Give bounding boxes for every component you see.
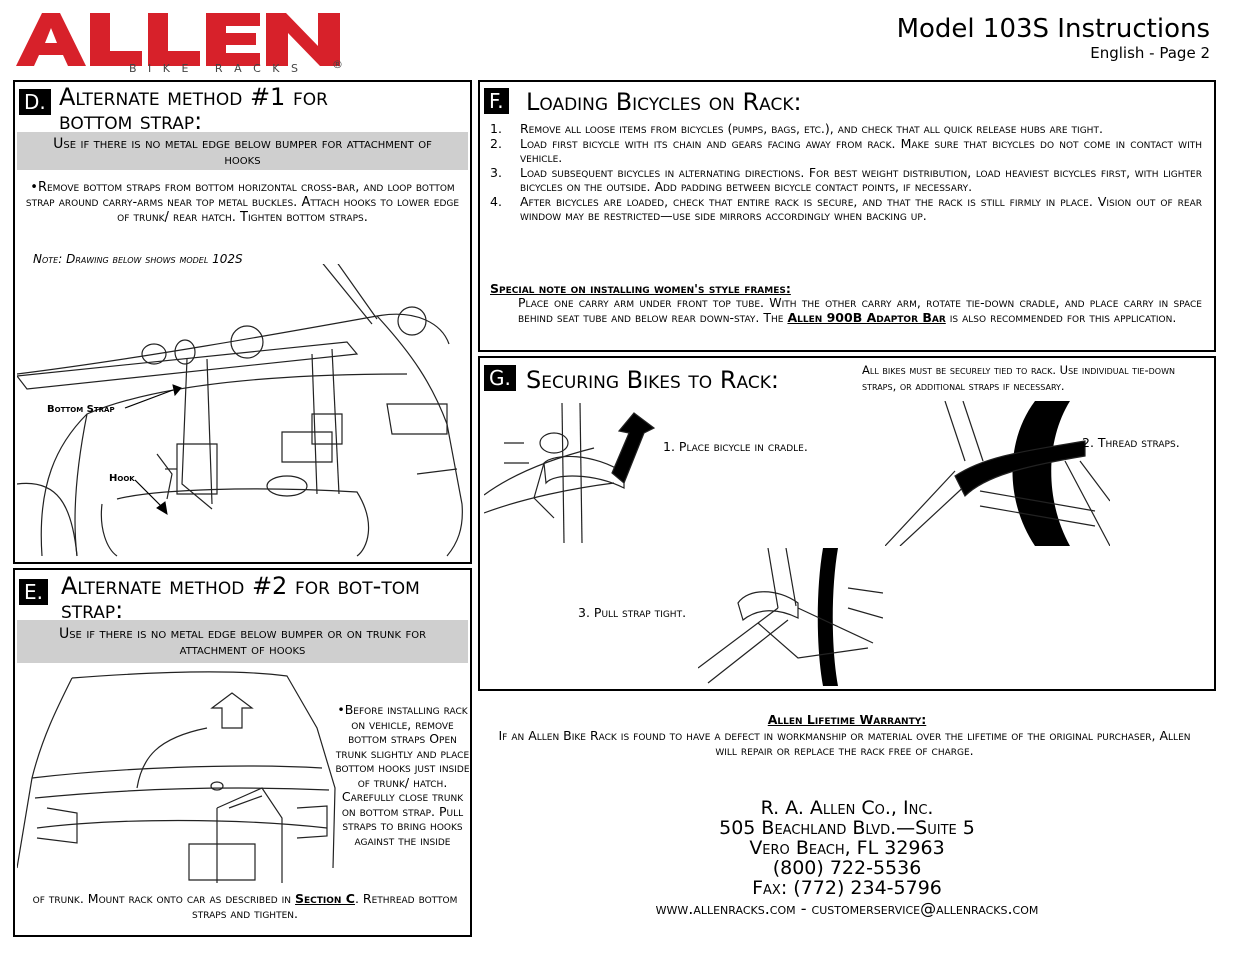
section-d-body: •Remove bottom straps from bottom horizo…	[25, 180, 460, 225]
special-note-body: Place one carry arm under front top tube…	[518, 295, 1202, 325]
step2-caption: 2. Thread straps.	[1082, 435, 1180, 450]
label-hook: Hook	[109, 473, 135, 484]
company-fax: Fax: (772) 234-5796	[752, 877, 942, 899]
step1-cradle-drawing	[484, 403, 662, 543]
arrow-hook	[133, 478, 173, 518]
section-e-body-bottom-a: of trunk. Mount rack onto car as describ…	[32, 891, 292, 906]
trunk-drawing-e	[17, 668, 337, 883]
section-e-body-bottom-b: . Rethread bottom straps and tighten.	[192, 891, 458, 921]
section-f: F. Loading Bicycles on Rack: 1.Remove al…	[478, 80, 1216, 352]
section-d-note-bar: Use if there is no metal edge below bump…	[17, 132, 468, 170]
section-g-title: Securing Bikes to Rack:	[526, 366, 779, 394]
section-d-note: Note: Drawing below shows model 102S	[33, 252, 243, 266]
company-city: Vero Beach, FL 32963	[749, 837, 945, 859]
section-g-intro: All bikes must be securely tied to rack.…	[862, 363, 1175, 393]
section-d-title: Alternate method #1 for bottom strap:	[59, 83, 328, 135]
registered-mark: ®	[332, 58, 343, 71]
page-subtitle: English - Page 2	[1090, 44, 1210, 62]
car-rack-drawing-d	[17, 264, 468, 560]
section-e-body-bottom: of trunk. Mount rack onto car as describ…	[25, 891, 465, 921]
section-g-badge: G.	[484, 365, 516, 391]
section-f-step-2: 2.Load first bicycle with its chain and …	[490, 135, 1202, 165]
section-f-badge: F.	[484, 88, 509, 114]
warranty-text: If an Allen Bike Rack is found to have a…	[498, 728, 1191, 758]
company-phone: (800) 722-5536	[772, 857, 922, 879]
company-name: R. A. Allen Co., Inc.	[760, 797, 934, 819]
section-d-badge: D.	[19, 89, 51, 115]
section-f-step-3: 3.Load subsequent bicycles in alternatin…	[490, 164, 1202, 194]
arrow-bottom-strap	[123, 382, 183, 412]
section-e: E. Alternate method #2 for bot-tom strap…	[13, 568, 472, 937]
special-note-heading: Special note on installing women's style…	[490, 281, 791, 296]
company-address: 505 Beachland Blvd.—Suite 5	[719, 817, 975, 839]
section-f-step-4: 4.After bicycles are loaded, check that …	[490, 193, 1202, 223]
section-f-step-1: 1.Remove all loose items from bicycles (…	[490, 121, 1103, 136]
company-web[interactable]: www.allenracks.com - customerservice@all…	[655, 899, 1039, 918]
section-e-body-side: •Before installing rack on vehicle, remo…	[335, 702, 470, 848]
step3-caption: 3. Pull strap tight.	[578, 605, 687, 620]
section-f-steps: 1.Remove all loose items from bicycles (…	[490, 121, 1202, 224]
page-title: Model 103S Instructions	[896, 14, 1210, 44]
step1-caption: 1. Place bicycle in cradle.	[663, 439, 808, 454]
section-f-title: Loading Bicycles on Rack:	[526, 88, 802, 116]
section-e-badge: E.	[19, 579, 48, 605]
allen-logo: B I K E R A C K S ®	[14, 10, 344, 76]
step3-pull-drawing	[698, 548, 883, 686]
label-bottom-strap: Bottom Strap	[47, 404, 115, 415]
special-note-text-b: is also recommended for this application…	[949, 309, 1177, 325]
section-d: D. Alternate method #1 for bottom strap:…	[13, 80, 472, 564]
section-c-reference: Section C	[295, 891, 355, 906]
allen-logo-wordmark	[16, 13, 340, 66]
adaptor-bar-name: Allen 900B Adaptor Bar	[787, 309, 946, 325]
contact-block: R. A. Allen Co., Inc. 505 Beachland Blvd…	[478, 798, 1216, 919]
brand-tagline: B I K E R A C K S	[129, 62, 302, 75]
section-e-note-bar: Use if there is no metal edge below bump…	[17, 620, 468, 663]
section-e-title: Alternate method #2 for bot-tom strap:	[61, 572, 420, 624]
section-g: G. Securing Bikes to Rack: All bikes mus…	[478, 356, 1216, 691]
step2-thread-drawing	[885, 401, 1110, 546]
special-note-text-a: Place one carry arm under front top tube…	[518, 295, 1202, 325]
warranty-heading: Allen Lifetime Warranty:	[767, 712, 927, 727]
